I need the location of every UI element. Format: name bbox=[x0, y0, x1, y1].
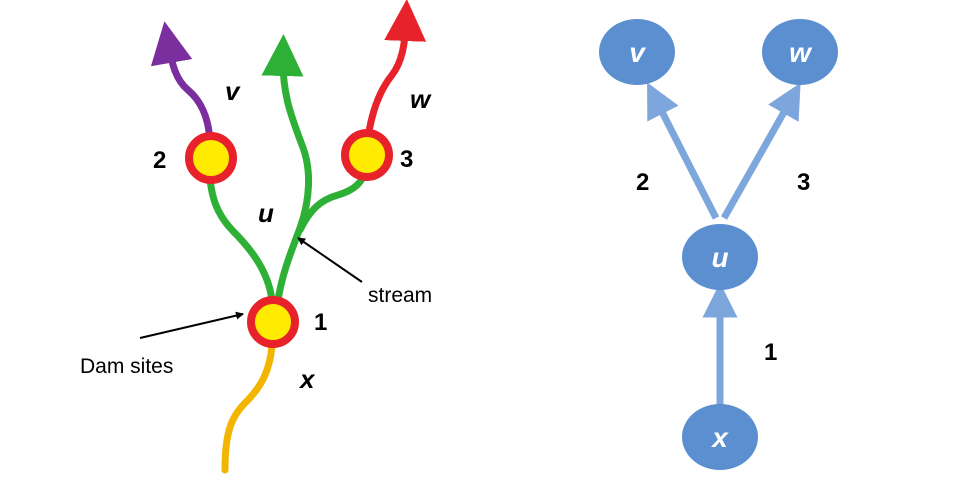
edge-2 bbox=[647, 82, 720, 220]
node-w: w bbox=[762, 19, 838, 85]
dam-site-3 bbox=[341, 129, 393, 181]
dam-sites-callout-arrow bbox=[139, 311, 244, 339]
stream-x bbox=[221, 341, 276, 474]
node-x: x bbox=[682, 404, 758, 470]
label-dam-sites: Dam sites bbox=[80, 355, 173, 378]
edge-3 bbox=[720, 82, 801, 220]
node-u-label: u bbox=[711, 242, 728, 273]
node-v: v bbox=[599, 19, 675, 85]
label-u: u bbox=[258, 198, 274, 228]
edge-label-1: 1 bbox=[764, 339, 777, 366]
edge-label-3: 3 bbox=[797, 169, 810, 196]
stream-u-left bbox=[206, 176, 276, 304]
label-site-1: 1 bbox=[314, 309, 327, 336]
label-site-3: 3 bbox=[400, 146, 413, 173]
stream-v bbox=[150, 21, 214, 144]
node-w-label: w bbox=[789, 37, 813, 68]
dam-site-1 bbox=[247, 296, 299, 348]
node-x-label: x bbox=[710, 422, 729, 453]
label-x: x bbox=[298, 364, 316, 394]
node-u: u bbox=[682, 224, 758, 290]
edge-label-2: 2 bbox=[636, 169, 649, 196]
river-network: v w u x 2 3 1 stream Dam sites bbox=[80, 0, 432, 474]
stream-u-mid bbox=[261, 34, 312, 304]
label-stream: stream bbox=[368, 284, 432, 307]
stream-callout-arrow bbox=[297, 237, 363, 283]
label-v: v bbox=[225, 76, 241, 106]
dam-site-2 bbox=[185, 132, 237, 184]
tree-graph: v w u x 2 3 1 bbox=[599, 19, 838, 470]
node-v-label: v bbox=[629, 37, 646, 68]
label-w: w bbox=[410, 84, 432, 114]
label-site-2: 2 bbox=[153, 147, 166, 174]
stream-w bbox=[364, 0, 427, 142]
